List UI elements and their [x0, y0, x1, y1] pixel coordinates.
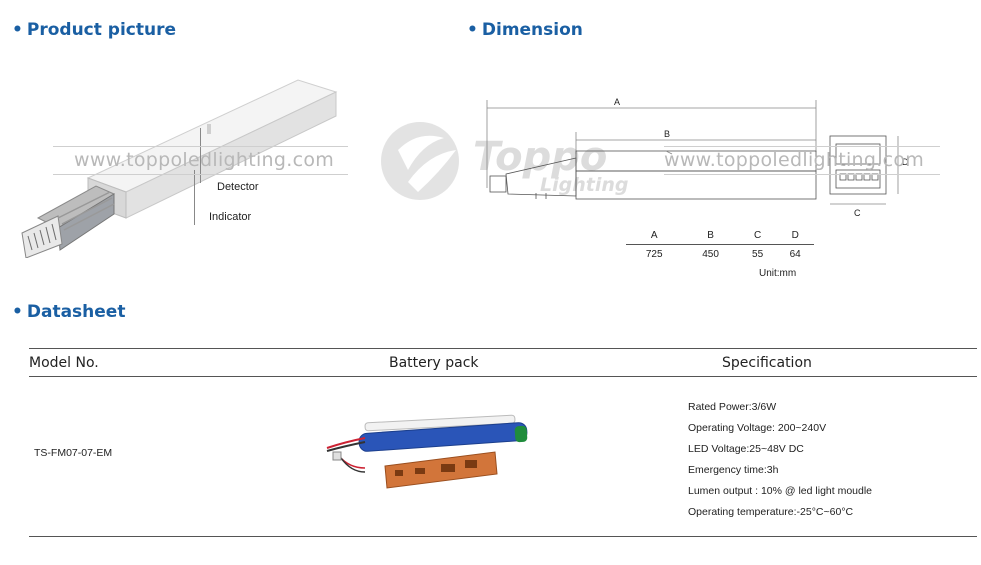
spec-rated-power: Rated Power:3/6W: [688, 401, 777, 413]
detector-leader-line: [200, 128, 201, 183]
dim-table-header-c: C: [738, 226, 777, 245]
watermark-line-top: [53, 146, 348, 147]
dim-label-c: C: [854, 208, 861, 218]
spec-lumen-output: Lumen output : 10% @ led light moudle: [688, 485, 873, 497]
watermark-line-top-right: [664, 146, 940, 147]
dim-table-value-d: 64: [789, 248, 801, 260]
spec-operating-voltage: Operating Voltage: 200~240V: [688, 422, 827, 434]
brand-subtitle: Lighting: [540, 174, 629, 196]
dim-label-a: A: [614, 97, 621, 107]
battery-pack-image: [326, 414, 528, 489]
watermark-url-right: www.toppoledlighting.com: [664, 149, 925, 171]
dim-table-header-d: D: [776, 226, 814, 245]
datasheet-bottom-rule: [29, 536, 977, 537]
model-number: TS-FM07-07-EM: [34, 447, 113, 459]
dim-label-b: B: [664, 129, 671, 139]
dimension-unit: Unit:mm: [759, 268, 797, 279]
spec-led-voltage: LED Voltage:25~48V DC: [688, 443, 804, 455]
dim-table-header-b: B: [682, 226, 739, 245]
dimension-drawing: [486, 100, 899, 205]
detector-label: Detector: [217, 181, 259, 193]
spec-operating-temperature: Operating temperature:-25°C~60°C: [688, 506, 854, 518]
indicator-leader-line: [194, 170, 195, 225]
dim-table-value-c: 55: [752, 248, 764, 260]
col-spec-header: Specification: [722, 355, 812, 371]
watermark-line-bottom-right: [664, 174, 940, 175]
dim-table-value-a: 725: [645, 248, 663, 260]
brand-name: Toppo: [473, 134, 608, 180]
datasheet-header: Model No. Battery pack Specification: [29, 348, 977, 377]
brand-logo-icon: [381, 122, 459, 200]
col-model-header: Model No.: [29, 355, 99, 371]
col-battery-header: Battery pack: [389, 355, 479, 371]
dimension-table: A B C D 725 450 55 64: [626, 226, 814, 263]
section-heading-dimension: •Dimension: [467, 20, 583, 40]
product-image: [21, 79, 338, 258]
watermark-url-left: www.toppoledlighting.com: [74, 149, 335, 171]
dim-table-value-b: 450: [702, 248, 719, 260]
indicator-label: Indicator: [209, 211, 252, 223]
dim-label-d: D: [902, 157, 909, 167]
section-heading-product-picture: •Product picture: [12, 20, 177, 40]
watermark-line-bottom: [53, 174, 348, 175]
section-heading-datasheet: •Datasheet: [12, 302, 126, 322]
dim-table-header-a: A: [626, 226, 683, 245]
spec-emergency-time: Emergency time:3h: [688, 464, 779, 476]
